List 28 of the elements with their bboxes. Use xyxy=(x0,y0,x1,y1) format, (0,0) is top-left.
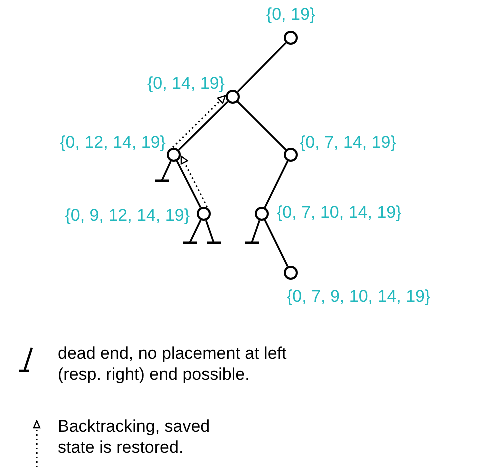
tree-edge xyxy=(264,160,289,208)
set-label: {0, 7, 14, 19} xyxy=(300,133,396,153)
set-label: {0, 7, 10, 14, 19} xyxy=(277,203,402,223)
tree-node-circle xyxy=(284,31,298,45)
backtrack-arrow xyxy=(180,156,208,208)
tree-node-circle xyxy=(284,148,298,162)
tree-node-circle xyxy=(255,207,269,221)
tree-edge xyxy=(176,160,202,208)
dead-end-line xyxy=(205,220,222,244)
tree-edge xyxy=(237,101,287,151)
tree-node-circle xyxy=(284,266,298,280)
legend-text: Backtracking, saved state is restored. xyxy=(58,416,212,458)
dead-end-line xyxy=(182,220,202,244)
set-label: {0, 19} xyxy=(266,5,316,25)
set-label: {0, 7, 9, 10, 14, 19} xyxy=(287,287,431,307)
tree-node-circle xyxy=(167,148,181,162)
dead-end-line xyxy=(244,220,261,244)
tree-node-circle xyxy=(197,207,211,221)
backtrack-arrow xyxy=(172,95,226,148)
tree-edge xyxy=(264,220,289,268)
set-label: {0, 14, 19} xyxy=(147,74,225,94)
tree-node-circle xyxy=(226,90,240,104)
legend-text: dead end, no placement at left (resp. right) end possible. xyxy=(58,343,288,385)
set-label: {0, 9, 12, 14, 19} xyxy=(65,206,190,226)
tree-edge xyxy=(237,42,287,93)
dead-end-line xyxy=(154,160,172,182)
tree-edge xyxy=(178,101,229,151)
set-label: {0, 12, 14, 19} xyxy=(60,133,166,153)
